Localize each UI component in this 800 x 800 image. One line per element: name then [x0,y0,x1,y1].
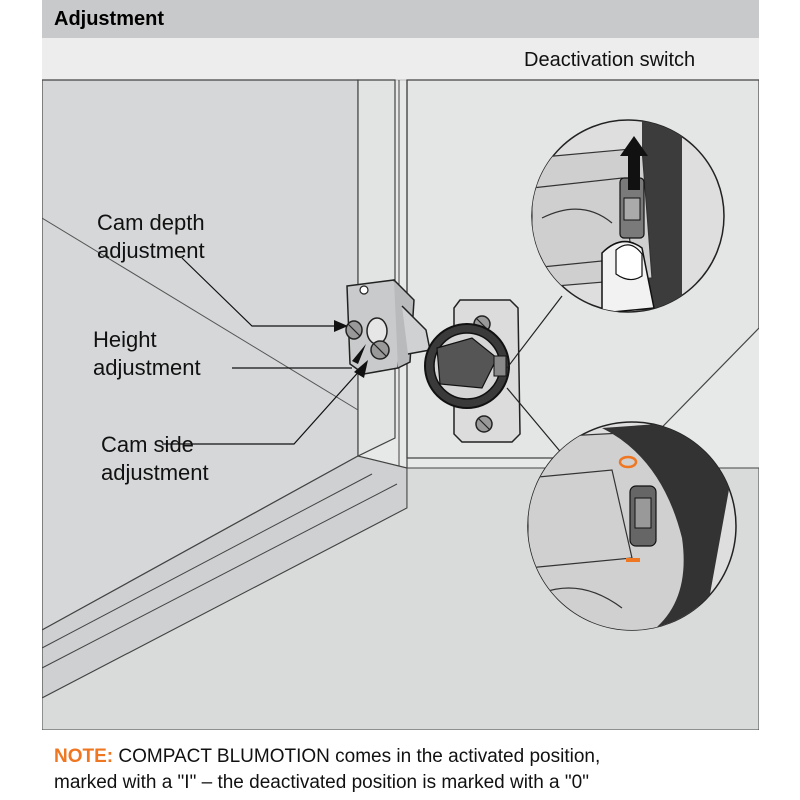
section-header: Adjustment [42,0,759,38]
hinge-illustration [42,38,759,730]
label-deactivation-switch: Deactivation switch [524,49,696,71]
hinge-cup [424,299,521,443]
note-line-2: marked with a "I" – the deactivated posi… [54,772,589,793]
label-cam-side-1: Cam side [101,432,194,457]
height-screw-icon [366,317,388,345]
wall-diagonal [42,217,359,411]
cabinet-front-edge [357,79,396,457]
label-cam-depth-1: Cam depth [97,210,205,235]
label-cam-side-2: adjustment [101,460,209,485]
activated-mark [626,558,640,562]
top-band [42,38,759,80]
note-label: NOTE: [54,746,114,767]
label-height-1: Height [93,327,157,352]
note-line-1: NOTE: COMPACT BLUMOTION comes in the act… [54,744,754,770]
arrow-up-icon [620,136,648,190]
zoom-bottom-markings [527,421,737,631]
note-text: NOTE: COMPACT BLUMOTION comes in the act… [54,744,754,796]
hinge-mounting-plate [345,279,431,375]
note-line1-text: COMPACT BLUMOTION comes in the activated… [113,746,601,767]
diagram-panel [42,38,759,730]
label-height-2: adjustment [93,355,201,380]
label-cam-depth-2: adjustment [97,238,205,263]
section-title: Adjustment [54,8,164,30]
zoom-top-deactivation [531,119,725,313]
deactivated-mark [618,455,638,469]
